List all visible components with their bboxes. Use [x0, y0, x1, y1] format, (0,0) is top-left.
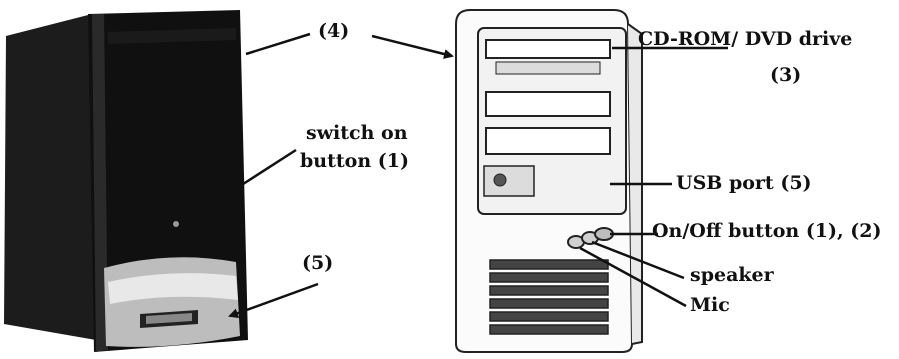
left-tower-power-light	[173, 221, 179, 227]
speaker-line	[591, 240, 685, 280]
vent-grille	[489, 259, 609, 335]
mic-line	[579, 246, 687, 308]
left-tower-lower-panel	[104, 257, 240, 347]
right-tower-drawing	[455, 9, 643, 353]
pointer-4-label: (4)	[318, 20, 350, 42]
cdrom-label: CD-ROM/ DVD drive	[638, 28, 853, 50]
drive-bay-3	[485, 127, 611, 155]
leader-lines	[228, 32, 728, 318]
pointer-4-arrow	[371, 34, 454, 59]
speaker-label: speaker	[690, 264, 774, 286]
left-tower-side	[4, 14, 96, 340]
usb-port-label: USB port (5)	[676, 172, 812, 194]
drive-bay-2	[485, 91, 611, 117]
on-off-label: On/Off button (1), (2)	[652, 220, 882, 242]
cdrom-number-label: (3)	[770, 64, 802, 86]
switch-on-label-line1: switch on	[306, 122, 408, 144]
usb-port-area	[483, 165, 535, 197]
mic-label: Mic	[690, 294, 730, 316]
pointer-4-left-line	[245, 32, 311, 56]
pointer-5-label-left: (5)	[302, 252, 334, 274]
left-tower-image	[4, 10, 248, 352]
cdrom-drive-bay	[485, 39, 611, 59]
switch-on-label-line2: button (1)	[300, 150, 409, 172]
pointer-5-left-arrow	[228, 282, 319, 318]
switch-on-line	[239, 148, 297, 188]
